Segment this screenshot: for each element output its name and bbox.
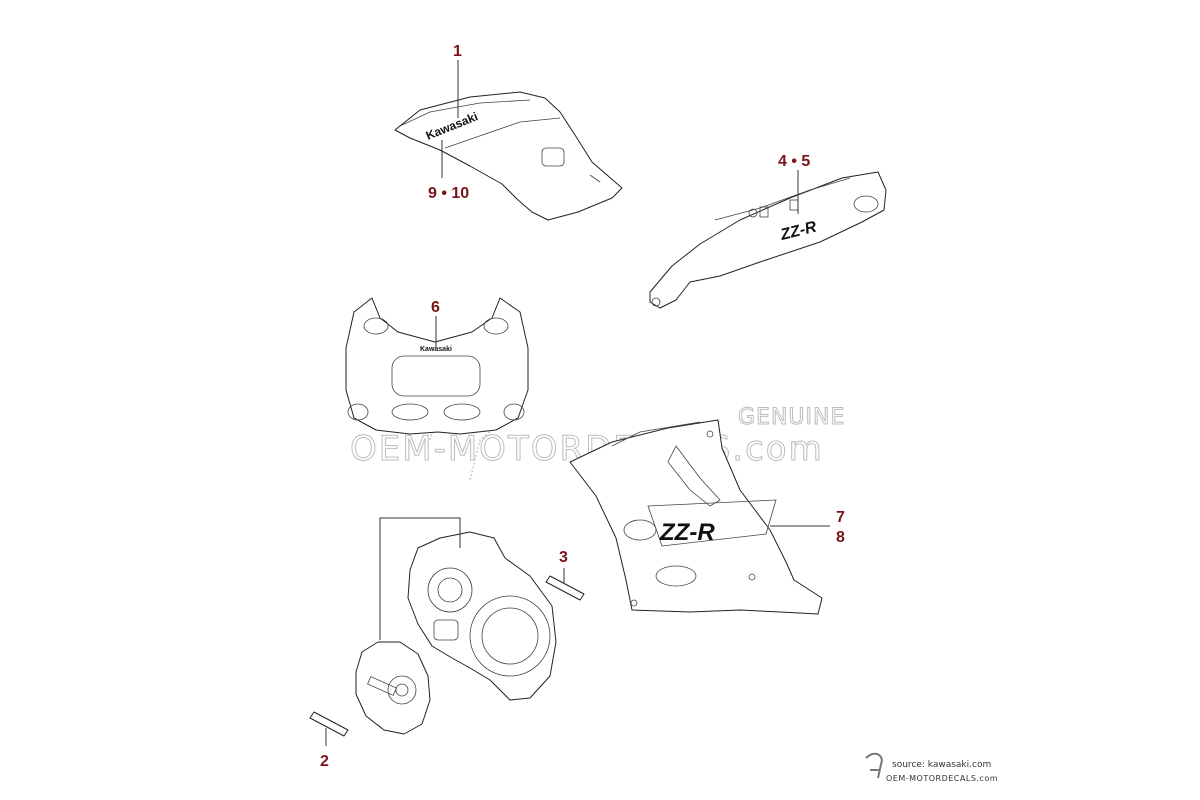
generator-cover-part	[355, 641, 431, 735]
callout-9-10: 9 • 10	[428, 185, 469, 202]
fairing-decal-text: ZZ-R	[659, 519, 715, 546]
tail-piece-part: ZZ-R	[649, 171, 887, 309]
side-fairing-part: ZZ-R	[569, 419, 823, 615]
credit-logo-icon	[865, 752, 884, 779]
assembly-bracket	[379, 517, 461, 640]
callout-labels: 1 9 • 10 4 • 5 6 3 7 8 2	[320, 43, 845, 770]
callout-2: 2	[320, 753, 329, 770]
callout-1: 1	[453, 43, 462, 60]
callout-7: 7	[836, 509, 845, 526]
callout-3: 3	[559, 549, 568, 566]
watermark-genuine: GENUINE	[738, 405, 845, 430]
cowl-decal-text: Kawasaki	[420, 346, 452, 353]
upper-cowl-part: Kawasaki	[345, 297, 529, 435]
engine-case-part	[407, 531, 557, 701]
callout-6: 6	[431, 299, 440, 316]
decal-strip-3	[545, 575, 585, 601]
credit-site: OEM-MOTORDECALS.com	[886, 774, 999, 783]
credit-source: source: kawasaki.com	[892, 760, 992, 770]
decal-strip-2	[309, 711, 349, 737]
callout-4-5: 4 • 5	[778, 153, 810, 170]
tank-cover-part: Kawasaki	[394, 91, 623, 221]
leader-lines	[325, 60, 830, 746]
callout-8: 8	[836, 529, 845, 546]
